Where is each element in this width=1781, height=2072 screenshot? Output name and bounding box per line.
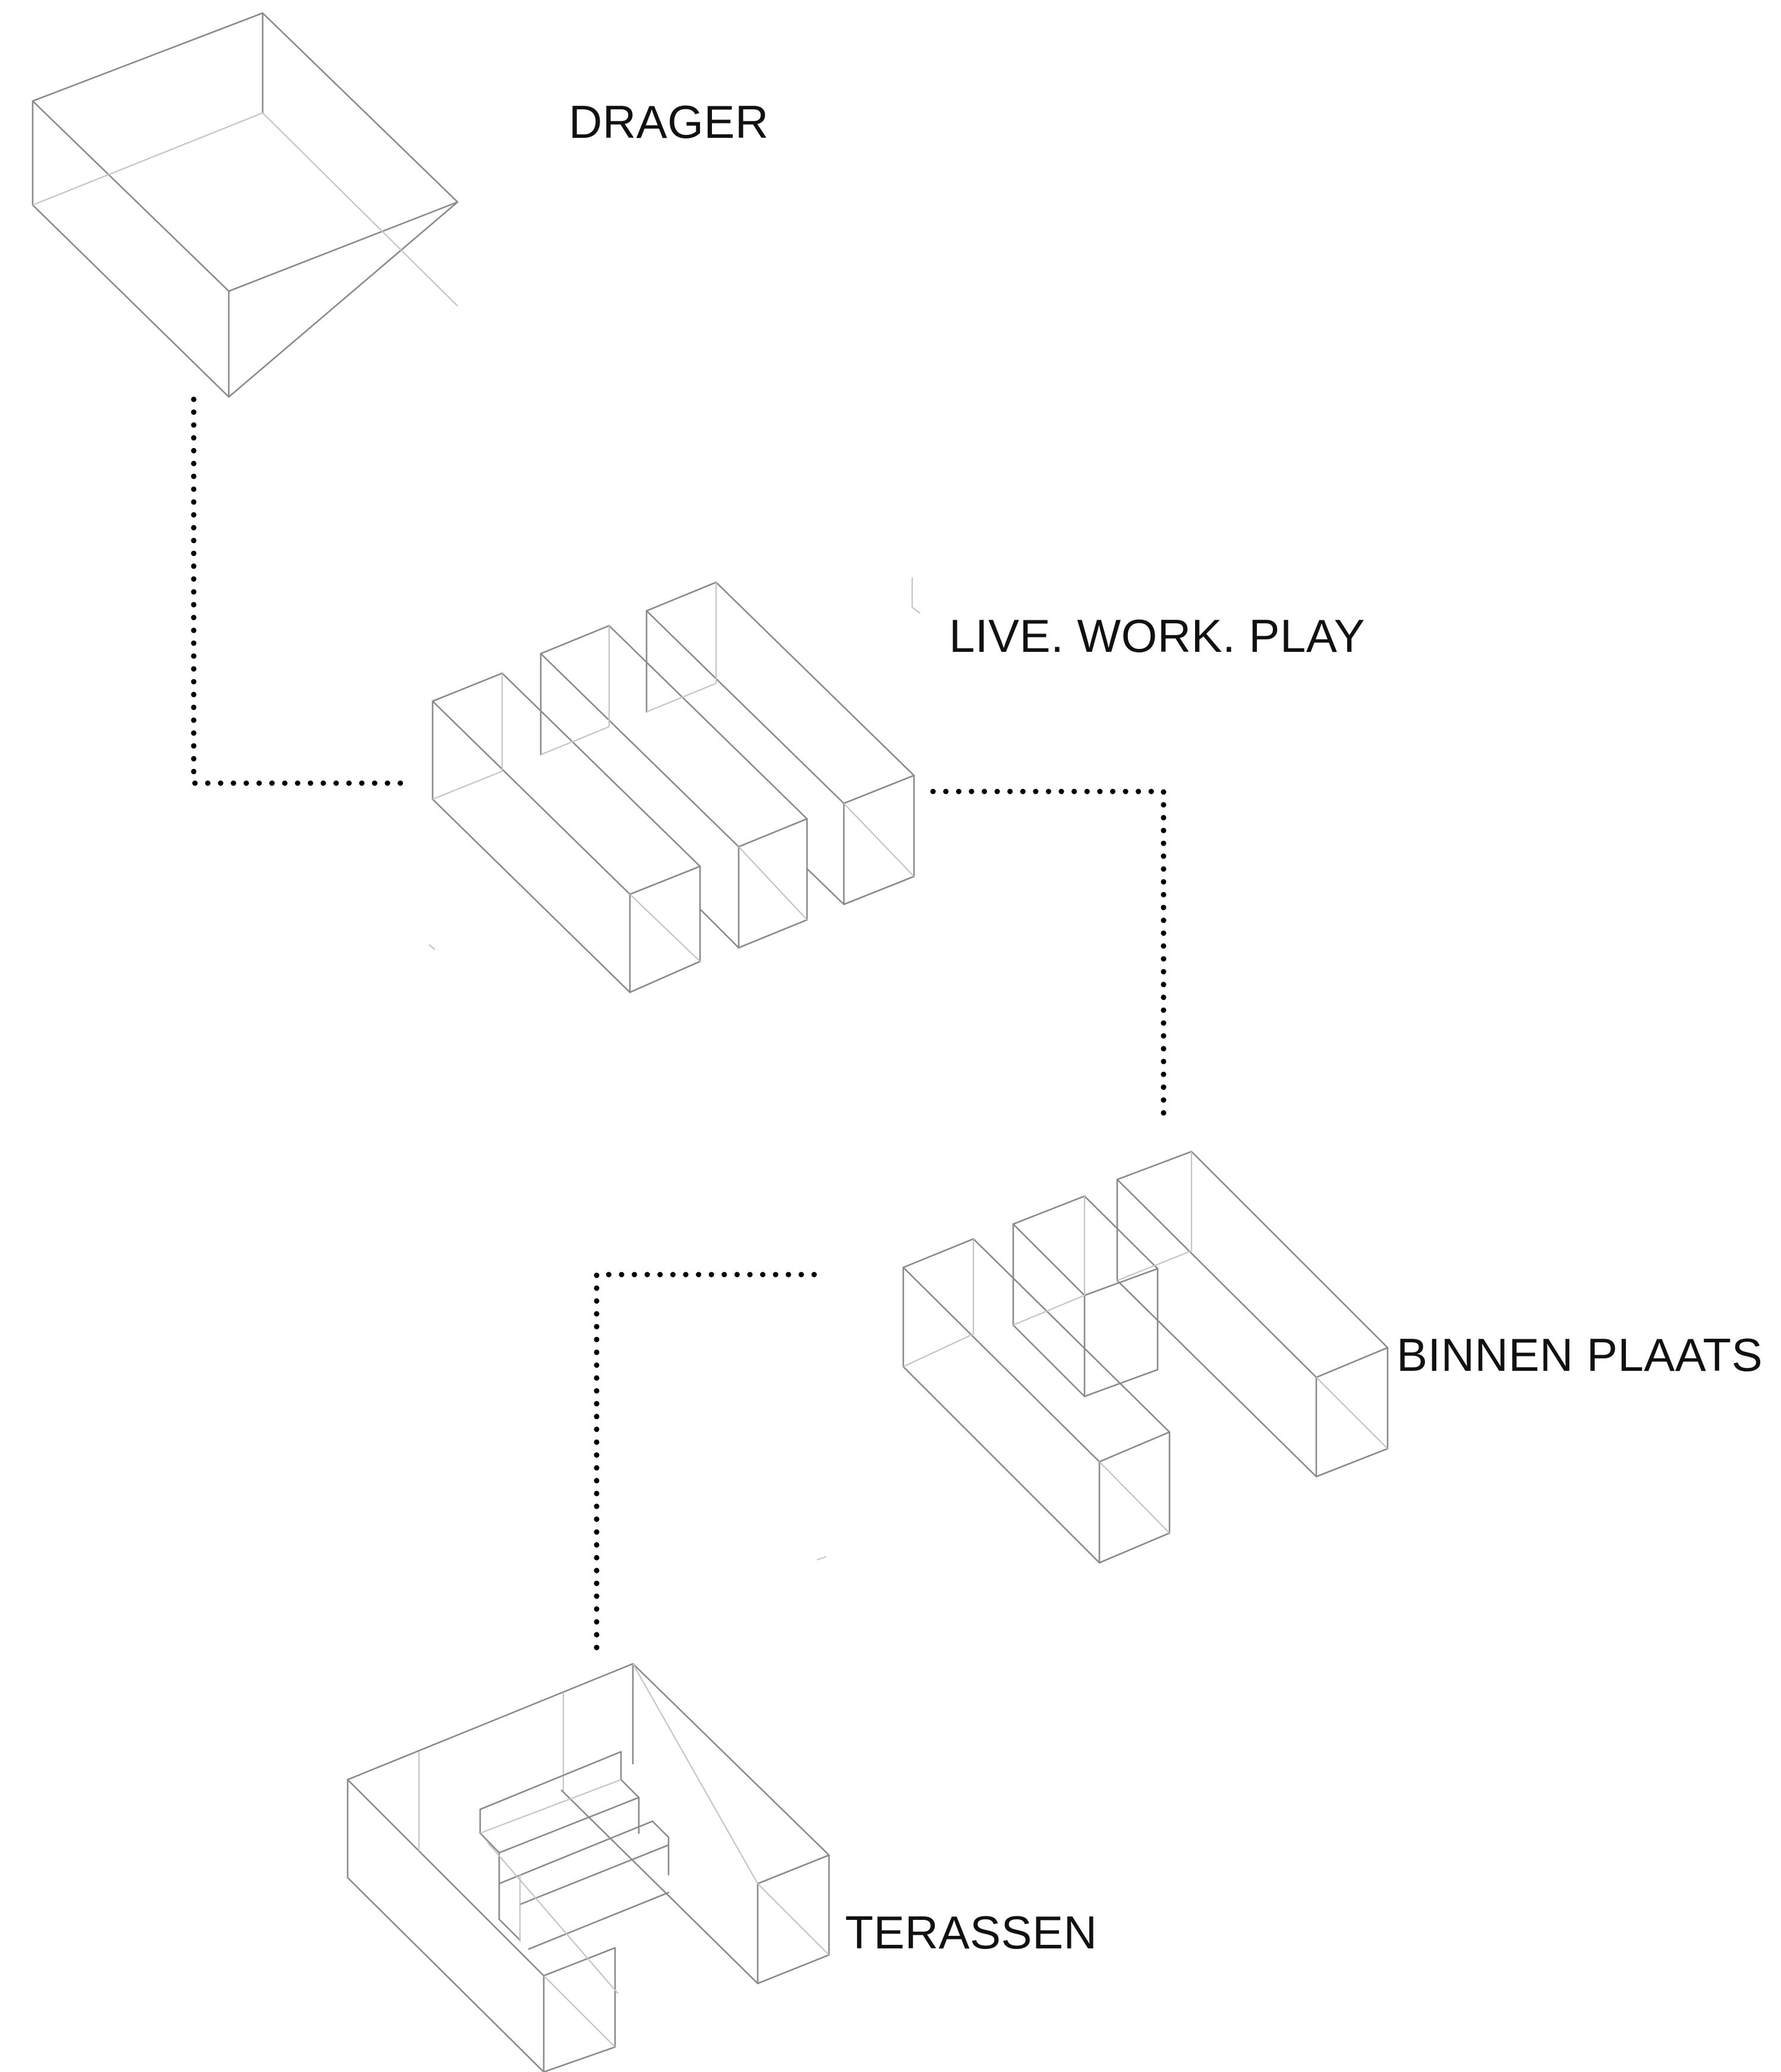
connector-binnen-plaats-to-terassen bbox=[594, 1272, 817, 1652]
terassen-volume bbox=[346, 1663, 830, 2072]
connector-drager-to-live-work-play bbox=[191, 396, 413, 786]
terassen-label: TERASSEN bbox=[845, 1906, 1098, 1959]
drager-volume bbox=[31, 12, 459, 398]
live-work-play-label: LIVE. WORK. PLAY bbox=[949, 610, 1366, 662]
connector-live-work-play-to-binnen-plaats bbox=[930, 789, 1167, 1126]
drager-label: DRAGER bbox=[569, 96, 769, 148]
binnen-plaats-volume bbox=[817, 1150, 1389, 1564]
live-work-play-volume bbox=[428, 578, 921, 994]
binnen-plaats-label: BINNEN PLAATS bbox=[1397, 1329, 1763, 1381]
